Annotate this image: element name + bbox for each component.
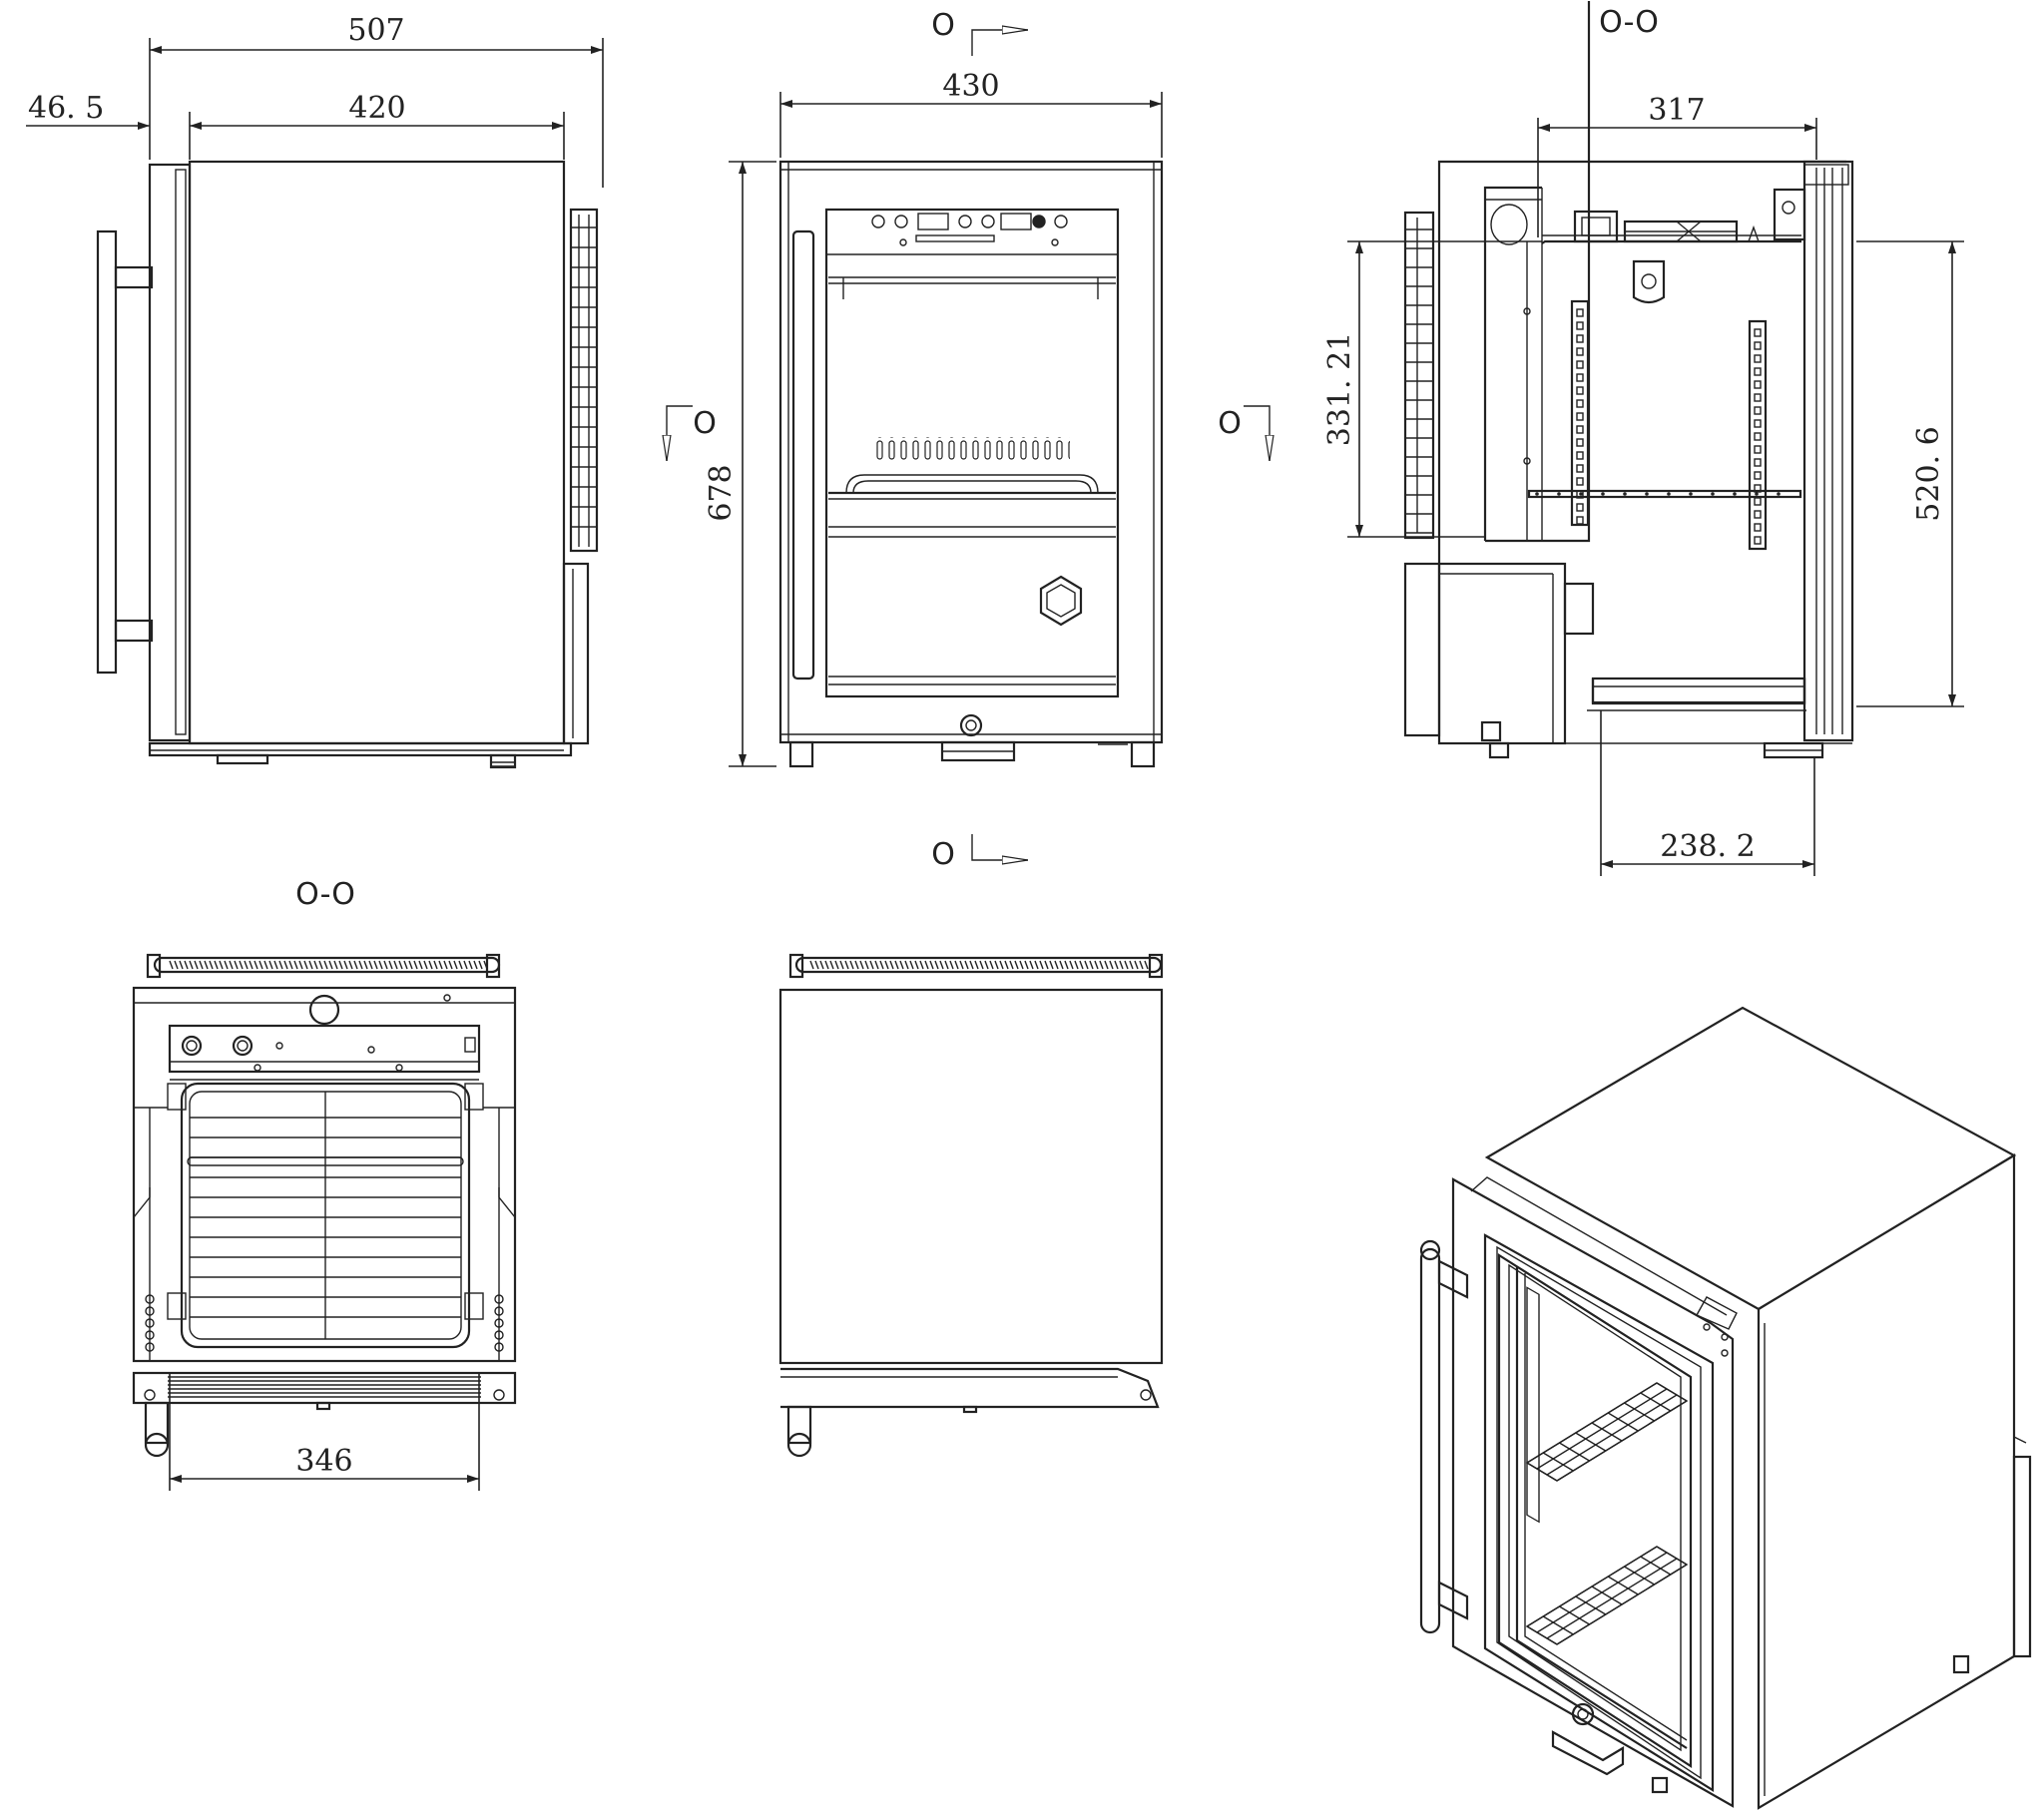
- side-view-dimensions: 507 420 46. 5: [26, 13, 604, 188]
- isometric-view: [1419, 1006, 2032, 1810]
- section-mark-top: O: [931, 8, 955, 43]
- dim-section-top-depth: 317: [1648, 93, 1705, 128]
- section-mark-right: O: [1218, 406, 1242, 441]
- front-view: [778, 160, 1164, 768]
- side-view: [96, 160, 599, 769]
- dim-handle-offset: 46. 5: [28, 91, 104, 126]
- dim-width: 430: [942, 69, 999, 104]
- front-view-dimensions: 430 678: [704, 69, 1163, 767]
- section-plan-dimensions: 346: [169, 1373, 480, 1491]
- section-mark-left: O: [693, 406, 717, 441]
- section-mark-bottom: O: [931, 837, 955, 872]
- dim-door-inner-height: 331. 21: [1322, 332, 1357, 447]
- dim-body-depth: 420: [348, 91, 405, 126]
- section-plan-view: O-O: [132, 877, 517, 1458]
- section-side-dimensions: 317 331. 21 520. 6 238. 2: [1322, 93, 1964, 876]
- section-label-plan: O-O: [295, 877, 355, 912]
- section-markers: O O O O: [667, 8, 1270, 872]
- dim-shelf-depth: 238. 2: [1660, 829, 1755, 864]
- section-side-view: O-O: [1403, 1, 1854, 759]
- dim-height: 678: [704, 464, 739, 521]
- top-view: [778, 953, 1164, 1458]
- section-label-side: O-O: [1599, 5, 1659, 40]
- dim-depth-total: 507: [347, 13, 404, 48]
- dim-plan-width: 346: [295, 1444, 352, 1479]
- dim-cabinet-inner-height: 520. 6: [1911, 426, 1946, 521]
